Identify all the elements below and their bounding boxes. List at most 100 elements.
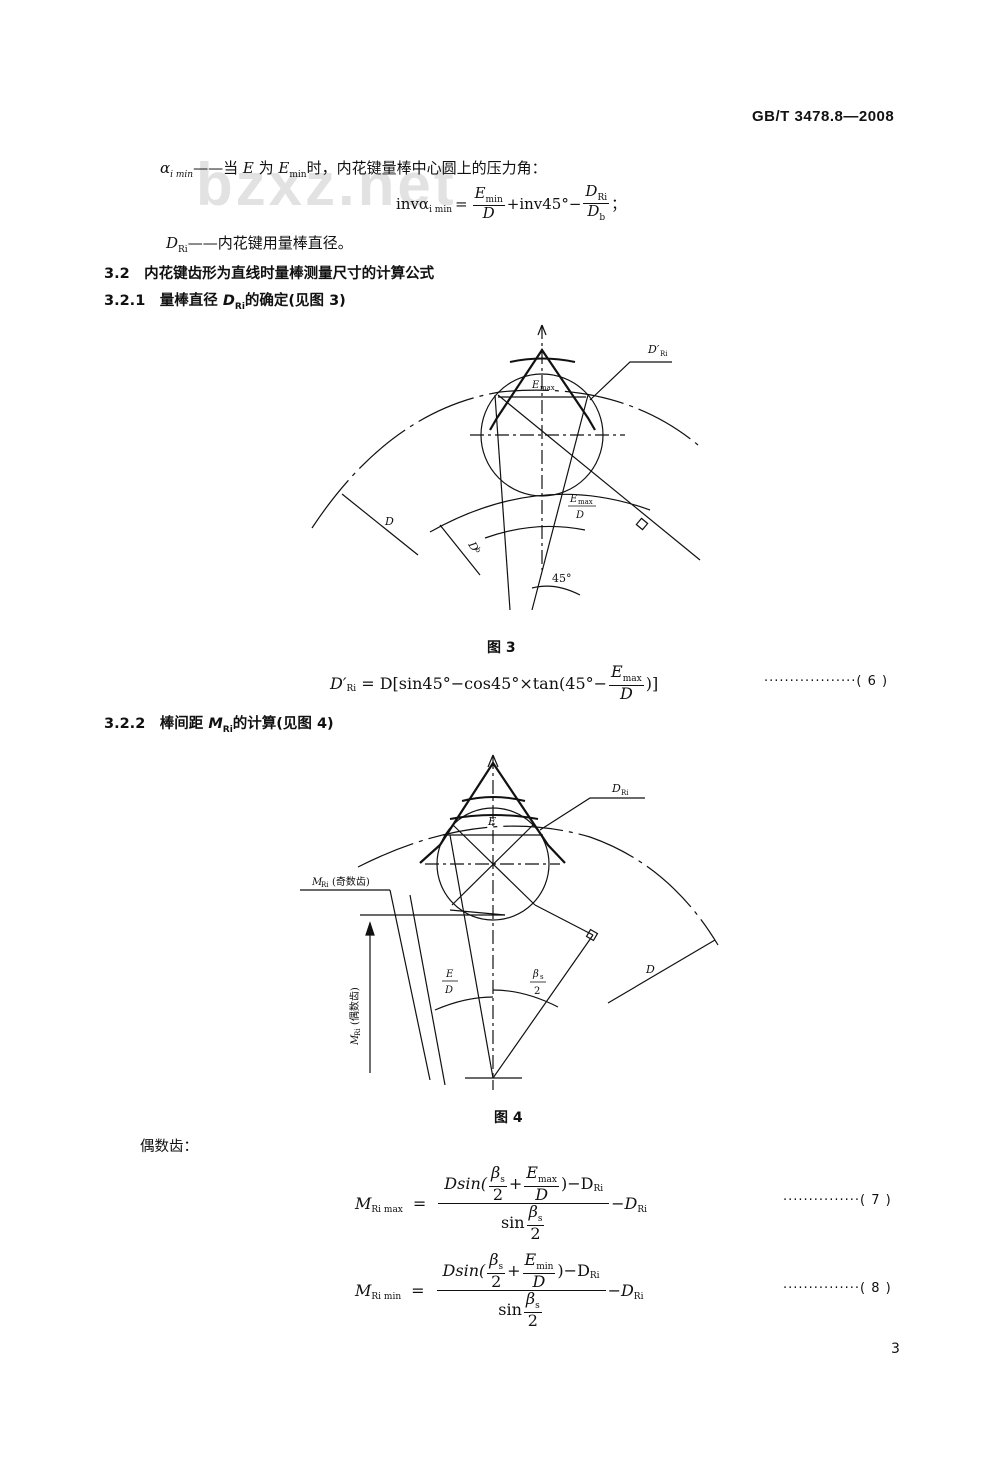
arrow-top-l [537, 324, 543, 336]
beta-angle-arc [492, 989, 559, 1008]
diagonal-line-2 [531, 394, 589, 611]
eq8-beta-sub: s [498, 1262, 504, 1273]
inv-frac2-den: D [587, 202, 600, 221]
eq6-lhs-sub: Ri [346, 684, 357, 695]
emax-d-angle-arc [484, 525, 586, 539]
right-angle-mark [635, 517, 649, 531]
eq7-two: 2 [492, 1184, 504, 1204]
dri-desc: ——内花键用量棒直径。 [187, 234, 353, 252]
s322-sym: M [208, 716, 223, 732]
alpha-desc-pre: ——当 [193, 159, 239, 177]
fig4-label-mri-even-sub: Ri [354, 1028, 362, 1036]
fig3-label-emaxd-num: E [569, 494, 578, 505]
arrow-top-r [492, 754, 499, 768]
diagonal-line-1 [497, 394, 701, 561]
radial-line-left [494, 394, 511, 611]
fig3-label-dri-prime-sub: Ri [660, 350, 668, 358]
eq7-lhs-sub: Ri max [371, 1204, 403, 1215]
eq8-num-post-sub: Ri [589, 1271, 600, 1282]
tooth-top-arc-1 [461, 796, 526, 802]
alpha-symbol: α [160, 159, 171, 177]
s321-post: 的确定(见图 3) [244, 293, 346, 309]
mri-even-top-link [449, 909, 506, 916]
s322-sub: Ri [222, 724, 233, 735]
figure-4-diagram: D Ri E M Ri (奇数齿) M Ri (偶数齿) E D β s 2 D [300, 754, 719, 1090]
eq7-num-post-sub: Ri [593, 1184, 604, 1195]
mri-even-arrow [365, 921, 375, 936]
eq7-num-pre: Dsin( [444, 1173, 487, 1193]
equation-6: D′Ri = D[sin45°−cos45°×tan(45°− Emax D )… [330, 663, 658, 702]
mri-odd-slope-2 [409, 894, 446, 1086]
db-dimension-line [439, 524, 481, 576]
inv-eq: = [455, 194, 468, 213]
eq7-den-pre: sin [500, 1213, 525, 1233]
inv-mid: +inv45°− [506, 194, 582, 213]
eq8-e: E [524, 1250, 537, 1269]
eq8-num-pre: Dsin( [442, 1260, 486, 1280]
eq7-den-beta: β [528, 1202, 538, 1222]
eq8-den-beta: β [525, 1289, 536, 1309]
s322-pre: 3.2.2 棒间距 [104, 716, 209, 732]
alpha-Emin-sub: min [289, 170, 307, 180]
arrow-top-l [487, 754, 494, 768]
eq8-den-beta-sub: s [535, 1301, 540, 1312]
arrow-top-r [541, 324, 547, 336]
eq8-num-post: )−D [557, 1260, 590, 1280]
fig4-label-beta-num-sub: s [540, 973, 544, 981]
even-teeth-label: 偶数齿： [140, 1139, 198, 1155]
equation-7-number: ···············( 7 ) [783, 1193, 892, 1208]
inv-frac1-den: D [482, 204, 495, 223]
eq8-den-two: 2 [527, 1311, 538, 1331]
fig3-label-emaxd-den: D [575, 510, 584, 521]
section-3-2-1-heading: 3.2.1 量棒直径 DRi的确定(见图 3) [104, 289, 346, 312]
alpha-desc-mid: 为 [258, 159, 274, 177]
standard-number: GB/T 3478.8—2008 [752, 108, 895, 125]
alpha-Emin: E [278, 159, 290, 177]
fig4-label-E: E [487, 815, 496, 828]
s322-post: 的计算(见图 4) [232, 716, 334, 732]
fig3-label-45: 45° [552, 572, 572, 585]
eq8-lhs: M [355, 1281, 372, 1301]
pin-diagonal-1 [452, 824, 536, 906]
section-3-2-2-heading: 3.2.2 棒间距 MRi的计算(见图 4) [104, 712, 334, 735]
fig3-label-emaxd-num-sub: max [578, 498, 593, 506]
eq6-body: = D[sin45°−cos45°×tan(45°− [356, 673, 608, 693]
inv-lhs-sub: i min [429, 204, 453, 215]
dri-definition: DRi——内花键用量棒直径。 [166, 232, 353, 255]
eq7-equals: = [412, 1194, 427, 1214]
s321-sub: Ri [234, 301, 245, 312]
eq8-d: D [532, 1271, 546, 1291]
eq8-beta: β [489, 1250, 499, 1269]
inv-lhs: invα [396, 194, 430, 213]
figure-3-caption: 图 3 [487, 640, 516, 656]
inv-end: ； [611, 195, 627, 214]
eq7-d: D [535, 1184, 549, 1204]
eq7-e: E [526, 1163, 538, 1182]
section-3-2-heading: 3.2 内花键齿形为直线时量棒测量尺寸的计算公式 [104, 266, 435, 282]
eq8-plus: + [507, 1260, 521, 1280]
mri-odd-slope [389, 889, 431, 1081]
fig4-label-beta-num: β [532, 969, 539, 980]
right-angle-mark [585, 928, 599, 942]
eq7-e-sub: max [537, 1175, 557, 1186]
eq7-plus: + [508, 1173, 523, 1193]
figure-4-caption: 图 4 [494, 1110, 523, 1126]
eq7-tail: −D [611, 1194, 638, 1214]
e-d-angle-arc [434, 996, 494, 1011]
fig4-label-mri-odd: M [311, 877, 323, 888]
eq7-tail-sub: Ri [637, 1204, 647, 1215]
dri-leader [539, 797, 645, 831]
alpha-E: E [242, 159, 254, 177]
fig4-label-D: D [645, 963, 655, 976]
fig4-label-mri-odd-sub: Ri [321, 881, 329, 889]
dri-prime-leader [589, 361, 672, 401]
alpha-desc-post: 时，内花键量棒中心圆上的压力角： [306, 159, 547, 177]
inv-frac1-num-sub: min [485, 194, 503, 205]
inv-frac1: Emin D [472, 185, 505, 223]
alpha-sub: i min [170, 170, 194, 180]
eq6-frac: Emax D [609, 663, 644, 702]
eq7-num-post: )−D [560, 1173, 594, 1193]
